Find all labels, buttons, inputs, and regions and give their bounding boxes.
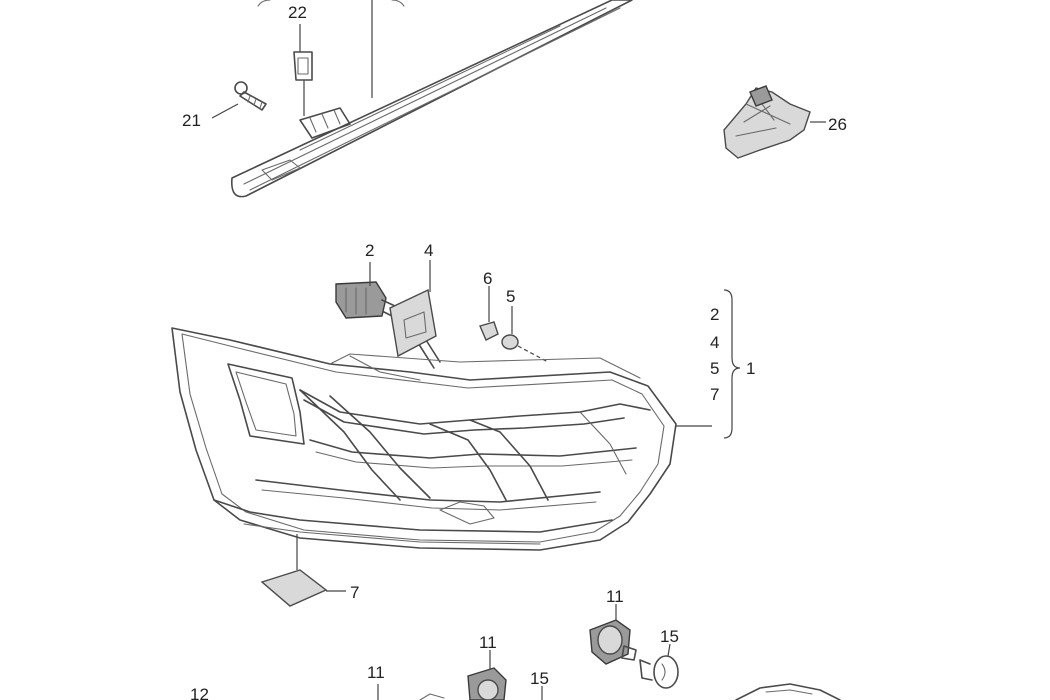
bracket-26 (723, 85, 826, 159)
callout-2-connector: 2 (365, 241, 374, 260)
callout-4-seal: 4 (424, 241, 433, 260)
pad-7 (260, 534, 346, 607)
callout-11-a: 11 (606, 587, 624, 606)
callout-group-2: 2 (710, 305, 719, 324)
callout-group-5: 5 (710, 359, 719, 378)
callout-7-pad: 7 (350, 583, 359, 602)
lower-bracket (735, 683, 841, 700)
callout-12: 12 (190, 685, 209, 700)
seal-4 (389, 260, 437, 358)
callout-6: 6 (483, 269, 492, 288)
screw-21 (211, 81, 267, 119)
washer-5 (501, 306, 549, 363)
callout-11-b: 11 (479, 633, 497, 652)
callout-15-a: 15 (660, 627, 679, 646)
tail-light-assembly (171, 327, 712, 551)
bulb-15-a (639, 643, 679, 689)
bulb-holder-11-b (467, 650, 507, 700)
callout-21: 21 (182, 111, 201, 130)
callout-group-7: 7 (710, 385, 719, 404)
rear-light-strip (230, 0, 633, 198)
bulb-holder-11-a (589, 604, 637, 665)
bulb-holder-11-c (377, 684, 445, 700)
callout-1: 1 (746, 359, 755, 378)
callout-5: 5 (506, 287, 515, 306)
group-bracket (723, 289, 741, 439)
clip-22 (293, 24, 313, 116)
nut-6 (479, 286, 499, 341)
callout-15-b: 15 (530, 669, 549, 688)
callout-26: 26 (828, 115, 847, 134)
callout-11-c: 11 (367, 663, 385, 682)
callout-group-4: 4 (710, 333, 719, 352)
callout-22: 22 (288, 3, 307, 22)
